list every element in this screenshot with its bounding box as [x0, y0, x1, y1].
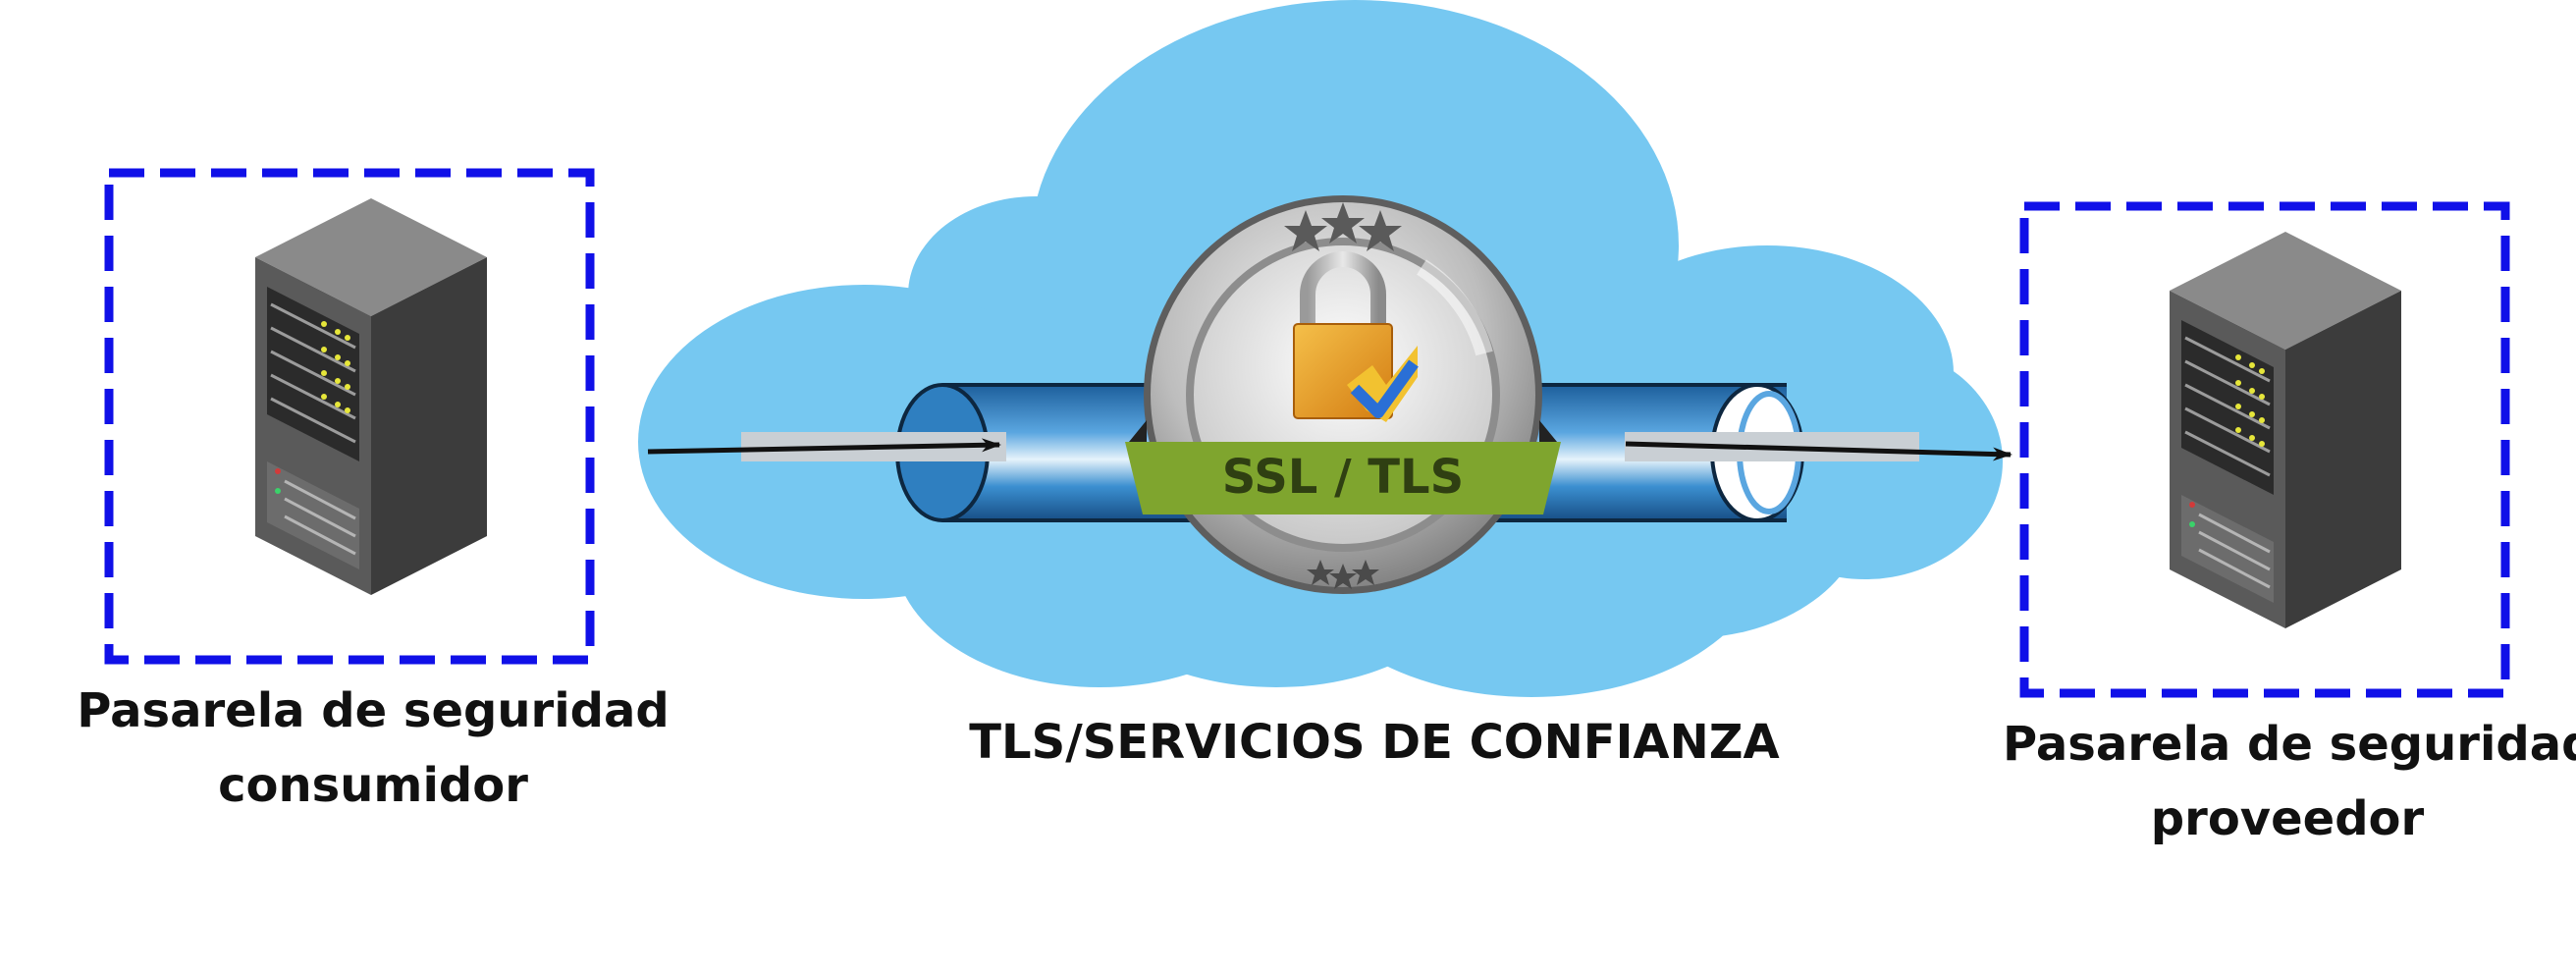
- consumer-dashed-box: [104, 168, 595, 665]
- consumer-label-line2: consumidor: [218, 758, 528, 813]
- server-rack-icon: [2170, 232, 2401, 628]
- checkmark-icon: [1347, 346, 1419, 422]
- ribbon-banner: [1125, 442, 1561, 514]
- server-rack-icon: [255, 198, 487, 595]
- consumer-gateway-label: Pasarela de seguridad consumidor: [39, 687, 707, 809]
- ribbon-fold-left: [1129, 420, 1147, 442]
- provider-label-line2: proveedor: [2150, 791, 2425, 846]
- provider-dashed-box: [2019, 201, 2510, 698]
- stars-top-icon: [1284, 202, 1402, 251]
- provider-gateway-label: Pasarela de seguridad proveedor: [2003, 717, 2576, 846]
- ssl-tls-badge: SSL / TLS: [1125, 195, 1561, 594]
- outbound-arrow: [1625, 441, 2012, 461]
- trust-services-caption: TLS/SERVICIOS DE CONFIANZA: [969, 715, 1780, 770]
- badge-text: SSL / TLS: [1222, 450, 1464, 505]
- inbound-arrow: [647, 438, 1001, 455]
- provider-label-line1: Pasarela de seguridad: [2003, 717, 2576, 772]
- consumer-label-line1: Pasarela de seguridad: [77, 683, 670, 738]
- ribbon-fold-right: [1539, 420, 1557, 442]
- provider-gateway: [2019, 201, 2510, 698]
- consumer-gateway: [104, 168, 595, 665]
- stars-bottom-icon: [1307, 560, 1379, 589]
